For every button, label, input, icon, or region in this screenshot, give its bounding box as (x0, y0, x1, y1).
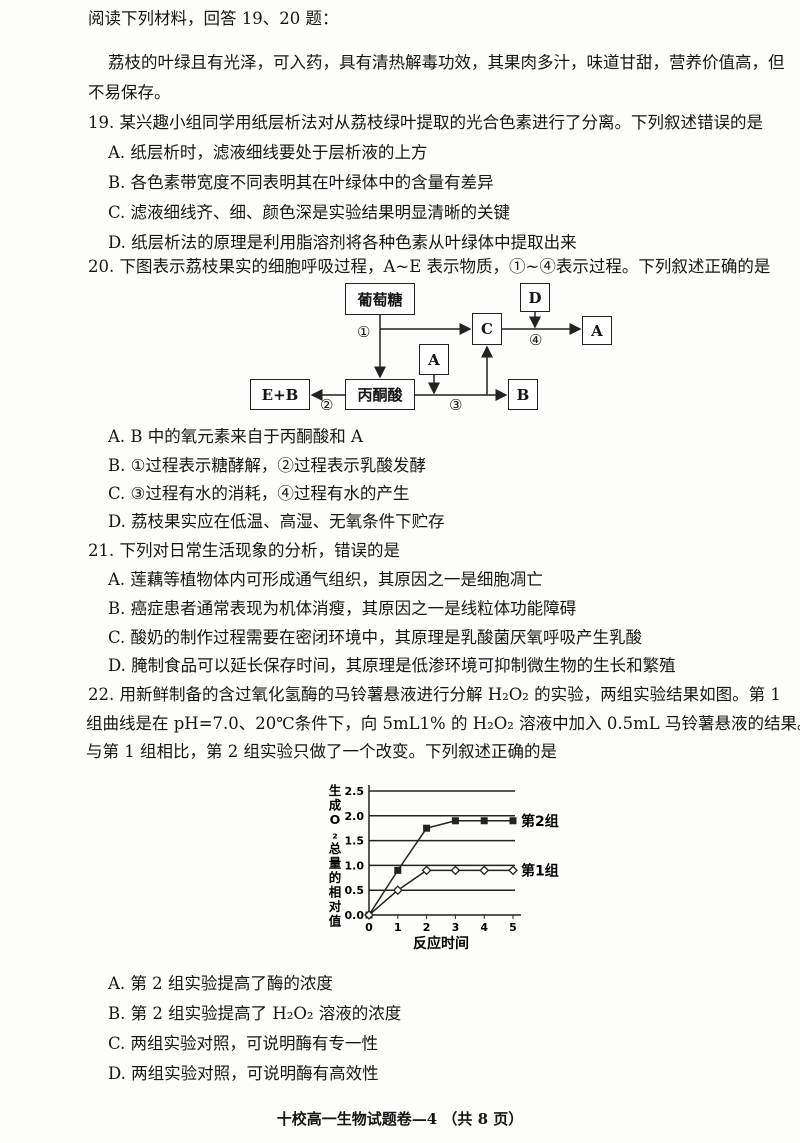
y-axis-label-char: O (330, 812, 341, 827)
q20-option-b: B. ①过程表示糖酵解，②过程表示乳酸发酵 (108, 456, 426, 475)
y-tick-label: 1.5 (345, 835, 365, 848)
y-axis-label-char: 总 (329, 841, 342, 856)
b-box: B (508, 379, 538, 410)
q20-option-a: A. B 中的氧元素来自于丙酮酸和 A (108, 427, 363, 446)
question-22-stem-line-3: 与第 1 组相比，第 2 组实验只做了一个改变。下列叙述正确的是 (86, 742, 557, 761)
data-point (450, 865, 461, 876)
y-tick-label: 2.0 (345, 810, 365, 823)
material-line-1: 荔枝的叶绿且有光泽，可入药，具有清热解毒功效，其果肉多汁，味道甘甜，营养价值高，… (108, 53, 785, 72)
question-19-stem: 19. 某兴趣小组同学用纸层析法对从荔枝绿叶提取的光合色素进行了分离。下列叙述错… (88, 113, 763, 132)
q20-option-c: C. ③过程有水的消耗，④过程有水的产生 (108, 484, 410, 503)
d-box: D (520, 283, 550, 312)
x-tick-label: 1 (394, 921, 402, 934)
data-point (451, 817, 459, 825)
series-label: 第1组 (521, 862, 559, 879)
y-tick-label: 2.5 (345, 785, 365, 798)
data-point (394, 866, 402, 874)
q21-option-c: C. 酸奶的制作过程需要在密闭环境中，其原理是乳酸菌厌氧呼吸产生乳酸 (108, 628, 643, 647)
data-point (509, 817, 517, 825)
y-axis-label-char: ₂ (332, 827, 337, 842)
y-axis-label-char: 相 (329, 885, 342, 900)
y-axis-label-char: 的 (329, 870, 342, 885)
y-axis-label-char: 成 (329, 798, 342, 813)
y-tick-label: 1.0 (345, 859, 365, 872)
material-line-2: 不易保存。 (88, 83, 171, 102)
process-4-label: ④ (529, 331, 543, 349)
y-axis-label-char: 值 (329, 914, 342, 929)
data-point (508, 865, 518, 876)
q19-option-a: A. 纸层析时，滤液细线要处于层析液的上方 (108, 143, 428, 162)
q19-option-b: B. 各色素带宽度不同表明其在叶绿体中的含量有差异 (108, 173, 494, 192)
series-line-2 (368, 869, 513, 916)
data-point (392, 885, 403, 896)
process-1-label: ① (357, 323, 371, 341)
q19-option-c: C. 滤液细线齐、细、颜色深是实验结果明显清晰的关键 (108, 203, 511, 222)
q19-option-d: D. 纸层析法的原理是利用脂溶剂将各种色素从叶绿体中提取出来 (108, 233, 577, 252)
glucose-box: 葡萄糖 (345, 283, 415, 315)
y-axis-label-char: 量 (329, 856, 342, 871)
question-21-stem: 21. 下列对日常生活现象的分析，错误的是 (88, 541, 400, 560)
c-box: C (472, 313, 502, 345)
q22-option-d: D. 两组实验对照，可说明酶有高效性 (108, 1064, 379, 1083)
page-footer: 十校高一生物试题卷—4 （共 8 页） (276, 1110, 524, 1128)
diagram-arrows (310, 312, 582, 401)
process-3-label: ③ (449, 396, 463, 414)
data-point (364, 910, 374, 920)
y-tick-label: 0.5 (345, 884, 365, 897)
data-point (421, 865, 432, 876)
q22-option-a: A. 第 2 组实验提高了酶的浓度 (108, 974, 333, 993)
y-axis-label-char: 对 (329, 899, 342, 914)
x-axis-label: 反应时间 (413, 935, 469, 952)
q22-option-b: B. 第 2 组实验提高了 H₂O₂ 溶液的浓度 (108, 1004, 402, 1023)
x-tick-label: 5 (509, 921, 517, 934)
process-2-label: ② (320, 396, 334, 414)
y-tick-label: 0.0 (345, 909, 365, 922)
eb-box: E+B (250, 379, 310, 410)
q21-option-a: A. 莲藕等植物体内可形成通气组织，其原因之一是细胞凋亡 (108, 570, 543, 589)
a-box-middle: A (419, 344, 449, 375)
data-point (480, 817, 488, 825)
q22-option-c: C. 两组实验对照，可说明酶有专一性 (108, 1034, 379, 1053)
question-22-stem-line-1: 22. 用新鲜制备的含过氧化氢酶的马铃薯悬液进行分解 H₂O₂ 的实验，两组实验… (88, 685, 781, 704)
q20-option-d: D. 荔枝果实应在低温、高湿、无氧条件下贮存 (108, 512, 445, 531)
a-box-right: A (582, 316, 612, 345)
series-label: 第2组 (521, 813, 559, 830)
q21-option-b: B. 癌症患者通常表现为机体消瘦，其原因之一是线粒体功能障碍 (108, 599, 577, 618)
pyruvate-box: 丙酮酸 (345, 379, 415, 410)
question-22-stem-line-2: 组曲线是在 pH=7.0、20℃条件下，向 5mL1% 的 H₂O₂ 溶液中加入… (86, 714, 800, 733)
reading-intro: 阅读下列材料，回答 19、20 题： (88, 9, 339, 28)
x-tick-label: 0 (365, 921, 373, 934)
series-line-1 (368, 820, 513, 916)
q21-option-d: D. 腌制食品可以延长保存时间，其原理是低渗环境可抑制微生物的生长和繁殖 (108, 656, 676, 675)
x-tick-label: 2 (423, 921, 431, 934)
x-tick-label: 4 (480, 921, 488, 934)
data-point (479, 865, 490, 876)
data-point (423, 824, 431, 832)
y-axis-label-char: 生 (329, 783, 342, 798)
question-20-stem: 20. 下图表示荔枝果实的细胞呼吸过程，A~E 表示物质，①~④表示过程。下列叙… (88, 257, 771, 276)
x-tick-label: 3 (452, 921, 460, 934)
